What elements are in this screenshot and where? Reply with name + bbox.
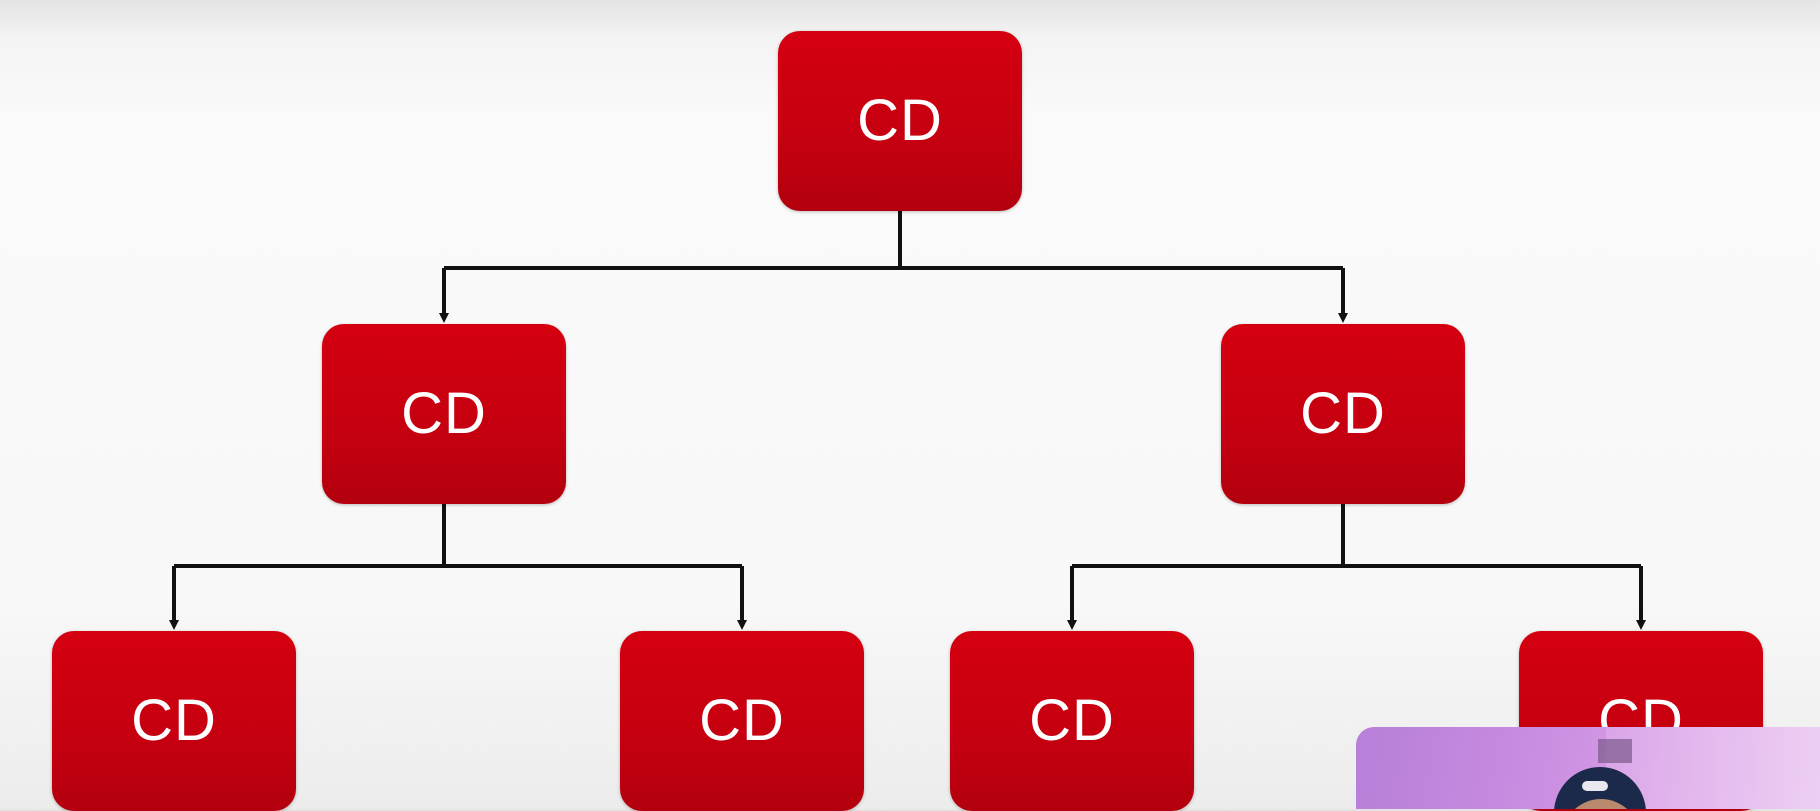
node-label: CD (857, 88, 943, 153)
node-root: CD (778, 31, 1022, 211)
node-right: CD (1221, 324, 1465, 504)
node-right-left: CD (950, 631, 1194, 811)
cap-logo-icon (1582, 781, 1608, 791)
webcam-overlay (1356, 727, 1820, 809)
node-label: CD (1300, 381, 1386, 446)
webcam-wall-poster (1598, 739, 1632, 763)
node-label: CD (699, 688, 785, 753)
node-left: CD (322, 324, 566, 504)
node-left-left: CD (52, 631, 296, 811)
node-label: CD (1029, 688, 1115, 753)
node-left-right: CD (620, 631, 864, 811)
node-label: CD (131, 688, 217, 753)
presenter-face (1562, 799, 1640, 809)
node-label: CD (401, 381, 487, 446)
